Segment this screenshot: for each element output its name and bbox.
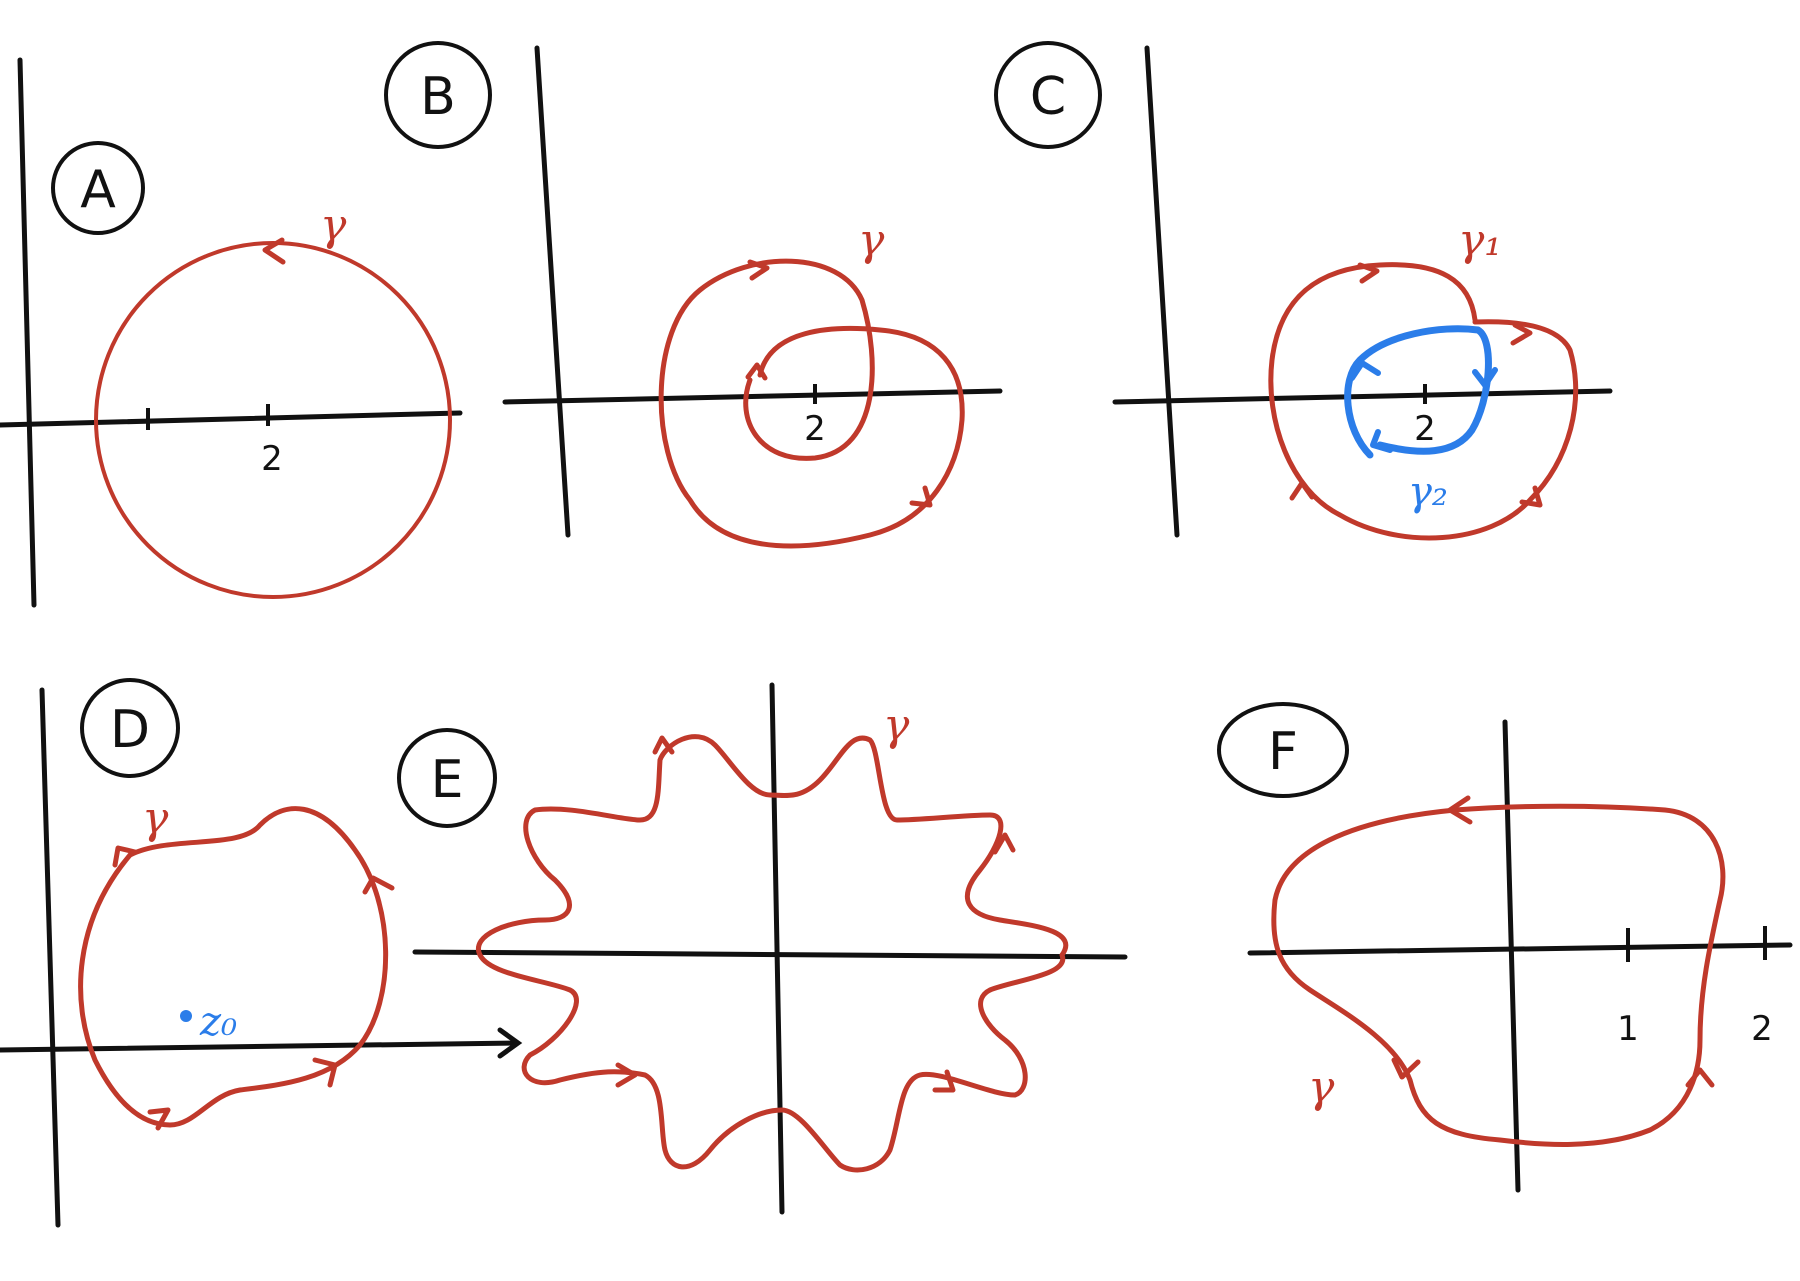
panel-d-curve-gamma [78,806,389,1128]
panel-e-label: E [431,750,464,810]
panel-d-x-axis-arrowhead [497,1027,523,1059]
panel-c-label: C [1030,67,1066,127]
panel-d-y-axis [39,687,61,1228]
panel-e-label-circle [397,728,497,828]
panel-b-arrow-top [747,259,770,281]
panel-c-y-axis [1144,45,1180,538]
panel-b-label: B [420,67,456,127]
panel-e-arrow-right [992,832,1016,855]
panel-b-y-axis [534,45,571,538]
panel-c-label-circle [994,41,1102,149]
panel-e-curve-gamma [475,734,1069,1173]
panel-e: E γ [397,682,1128,1215]
panel-d-point-label: z₀ [199,999,237,1045]
panel-c: C 2 γ₁ γ₂ [994,41,1613,541]
panel-b-label-circle [384,41,492,149]
panel-f-arrow-top [1447,795,1473,825]
panel-c-curve-gamma2 [1344,325,1492,459]
panel-d-arrow-right [362,875,395,895]
panel-b-curve-gamma [658,258,965,549]
panel-f-tick2-label: 2 [1751,1009,1773,1049]
panel-c-arrow-right [1519,485,1543,508]
panel-e-y-axis [769,682,785,1215]
panel-b-tick-label: 2 [804,409,826,449]
panel-f-curve-gamma [1271,803,1726,1147]
panel-e-arrow-bottom-right [932,1069,956,1093]
panel-f-arrow-left [1391,1057,1421,1080]
panel-c-x-axis [1112,388,1613,405]
panel-c-curve1-label: γ₁ [1458,215,1502,266]
panel-c-blue-arrow-right [1472,367,1498,388]
panel-f-arrow-right [1685,1067,1715,1088]
panel-a-tick-label: 2 [261,439,283,479]
panel-a-y-axis [17,57,37,608]
panel-b-arrow-inner [745,362,768,381]
panel-a-curve-label: γ [320,200,347,251]
panel-f-x-axis [1247,942,1793,956]
panel-d-curve-label: γ [142,793,169,844]
panel-e-arrow-bottom-left [615,1062,638,1088]
panel-a: 2 A γ [0,57,463,608]
panel-c-blue-arrow-top [1349,360,1381,381]
panel-e-curve-label: γ [883,700,910,751]
panel-d-arrow-bottom-right [312,1057,338,1088]
panel-c-arrow-left [1289,480,1315,501]
panel-f-y-axis [1502,719,1521,1193]
panel-b-arrow-right [909,485,933,508]
panel-d-arrow-bottom-left [147,1107,171,1131]
panel-d-point-z0 [180,1010,192,1022]
panel-f-tick1-label: 1 [1617,1009,1639,1049]
panel-a-label-circle [51,141,145,235]
panel-c-tick-label: 2 [1414,409,1436,449]
panel-f-label-circle [1217,702,1349,798]
panel-a-x-axis [0,410,463,428]
panel-b: B 2 γ [384,41,1003,549]
panel-f: F 1 2 γ [1217,702,1793,1193]
panel-f-label: F [1268,722,1298,782]
panel-b-x-axis [502,388,1003,405]
panel-d-label-circle [80,678,180,778]
panel-d-x-axis [0,1040,518,1053]
panel-d-label: D [110,700,150,760]
panel-e-arrow-top-left [652,735,675,755]
panel-c-arrow-right-top [1510,322,1533,346]
panel-c-blue-arrow-bottom [1370,429,1393,453]
panel-a-label: A [80,160,116,220]
panel-a-direction-arrow [262,237,286,265]
panel-e-x-axis [412,949,1128,960]
panel-c-arrow-top [1357,262,1380,284]
panel-c-curve2-label: γ₂ [1408,469,1448,515]
panel-c-curve-gamma1 [1268,262,1579,541]
panel-b-curve-label: γ [858,215,885,266]
panel-d: D γ z₀ [0,678,523,1228]
panel-d-arrow-top-left [112,845,138,868]
panel-f-curve-label: γ [1308,1062,1335,1113]
